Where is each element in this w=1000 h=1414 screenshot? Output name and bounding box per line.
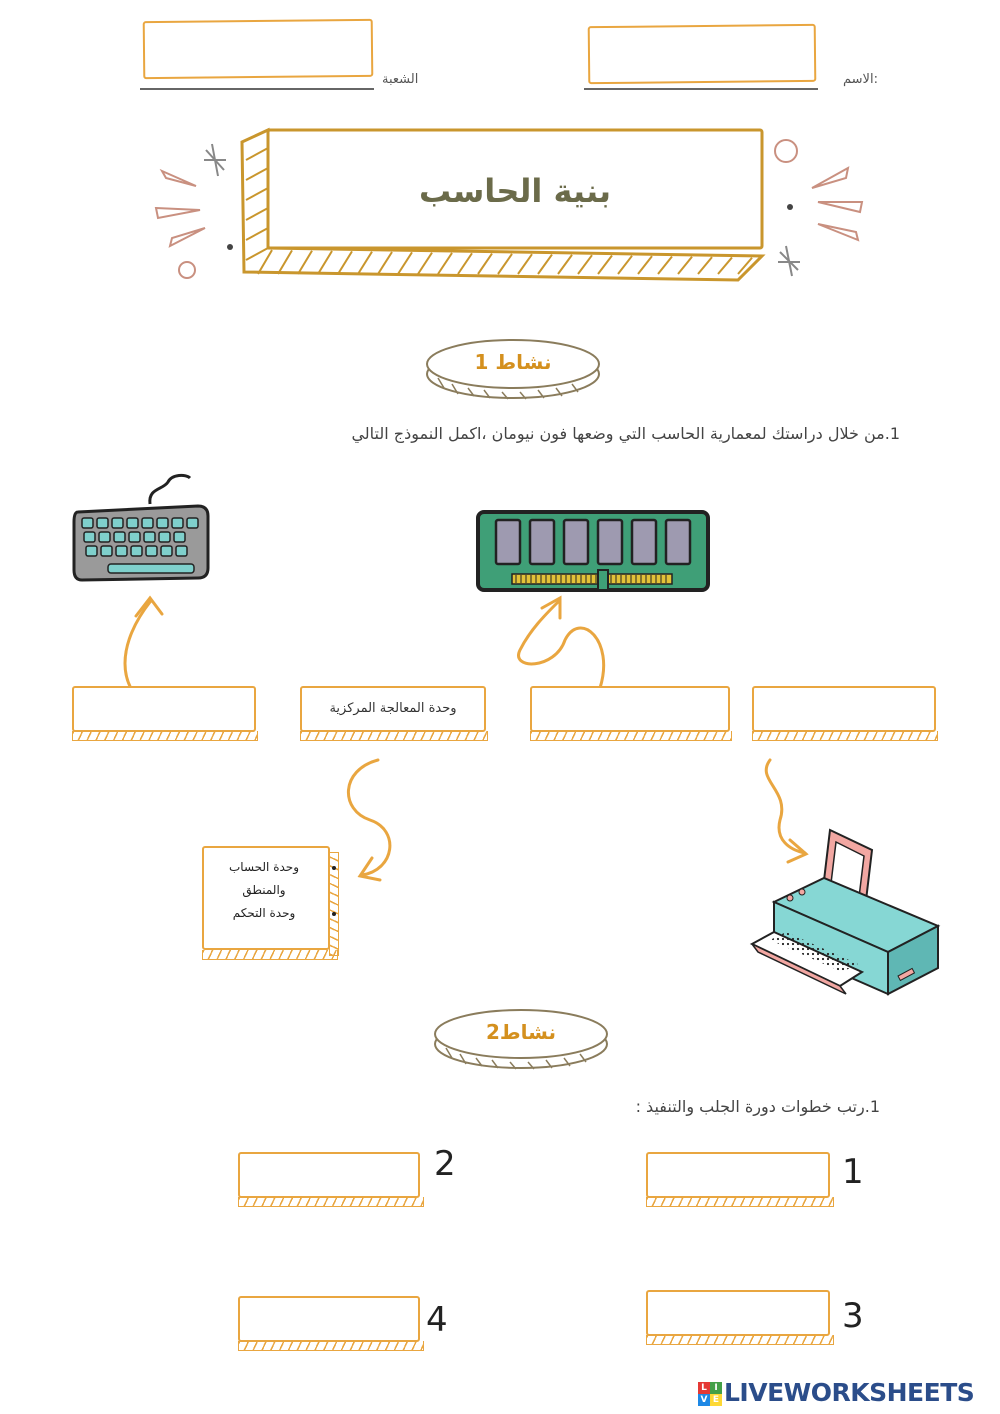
sparkle-icon [778, 245, 800, 277]
step-3-depth [646, 1335, 834, 1345]
step-2-depth [238, 1197, 424, 1207]
circle-icon [178, 261, 196, 279]
activity1-badge-shape [426, 339, 600, 400]
name-label: الاسم: [843, 72, 878, 87]
step-4-input[interactable] [238, 1296, 420, 1342]
step-3-input[interactable] [646, 1290, 830, 1336]
output-box-depth [752, 731, 938, 741]
right-rays-icon [811, 166, 864, 242]
cpu-label: وحدة المعالجة المركزية [329, 701, 457, 716]
cpu-parts-list: وحدة الحساب والمنطق وحدة التحكم [206, 856, 338, 925]
ram-memory-icon [476, 510, 710, 592]
name-underline [584, 88, 818, 90]
cpu-part-control: وحدة التحكم [206, 902, 322, 925]
dot-icon [787, 204, 793, 210]
arrow-to-printer [764, 758, 807, 855]
arrow-to-ram [517, 600, 606, 690]
answer-box-depth [72, 731, 258, 741]
activity2-badge-shape [434, 1009, 608, 1070]
left-rays-icon [154, 168, 206, 248]
step-3-number: 3 [842, 1296, 864, 1336]
cpu-box-depth [300, 731, 488, 741]
section-label: الشعبة [382, 72, 419, 87]
circle-icon [774, 139, 798, 163]
memory-box-depth [530, 731, 732, 741]
liveworksheets-brand: LIVEWORKSHEETS [724, 1378, 975, 1407]
printer-icon [749, 828, 941, 996]
step-1-number: 1 [842, 1152, 864, 1192]
page-title: بنية الحاسب [418, 172, 612, 210]
cpu-parts-box [202, 846, 330, 950]
activity2-instruction: 1.رتب خطوات دورة الجلب والتنفيذ : [635, 1097, 880, 1116]
title-decorations [154, 127, 864, 282]
cpu-part-alu: وحدة الحساب والمنطق [206, 856, 322, 902]
step-4-depth [238, 1341, 424, 1351]
step-2-input[interactable] [238, 1152, 420, 1198]
dot-icon [227, 244, 233, 250]
step-2-number: 2 [434, 1144, 456, 1184]
activity2-badge-text: نشاط2 [485, 1020, 557, 1044]
step-1-depth [646, 1197, 834, 1207]
flow-arrows [123, 595, 809, 882]
output-box-input[interactable] [752, 686, 936, 732]
keyboard-icon [72, 473, 210, 582]
step-4-number: 4 [426, 1300, 448, 1340]
sparkle-icon [204, 143, 226, 177]
step-1-input[interactable] [646, 1152, 830, 1198]
memory-box-input[interactable] [530, 686, 730, 732]
cpu-parts-depth-bottom [202, 950, 338, 960]
activity1-instruction: 1.من خلال دراستك لمعمارية الحاسب التي وض… [351, 424, 900, 443]
banner-frame [266, 128, 764, 250]
section-underline [140, 88, 374, 90]
liveworksheets-logo-icon: L I V E [698, 1382, 722, 1406]
arrow-to-cpu-parts [346, 758, 392, 877]
activity1-badge-text: نشاط 1 [474, 350, 552, 374]
answer-box-input[interactable] [72, 686, 256, 732]
